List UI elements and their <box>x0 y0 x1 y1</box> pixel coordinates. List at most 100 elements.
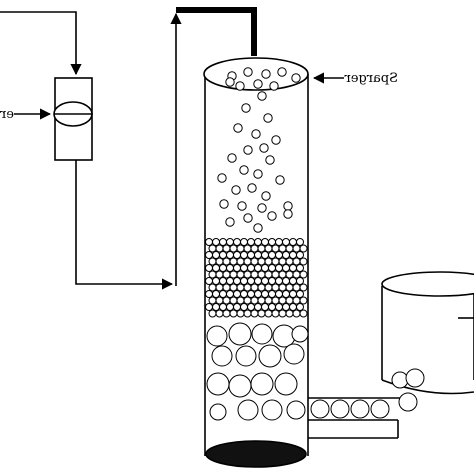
packed-bubble <box>233 303 241 311</box>
packed-bubble <box>282 251 290 259</box>
packed-bubble <box>208 296 217 305</box>
packed-bubble <box>296 238 304 246</box>
packed-bubble <box>243 283 252 292</box>
packed-bubble <box>247 277 255 285</box>
packed-bubble <box>264 296 273 305</box>
small-bubble <box>275 175 285 185</box>
packed-bubble <box>229 309 238 318</box>
packed-bubble <box>212 238 220 246</box>
packed-bubble <box>261 251 269 259</box>
packed-bubble <box>247 264 255 272</box>
packed-bubble <box>264 270 273 279</box>
packed-bubble <box>257 296 266 305</box>
small-bubble <box>219 199 229 209</box>
packed-bubble <box>205 290 213 298</box>
packed-bubble <box>250 244 259 253</box>
packed-bubble <box>205 264 213 272</box>
packed-bubble <box>278 296 287 305</box>
packed-bubble <box>296 251 304 259</box>
large-bubble <box>228 374 252 398</box>
packed-bubble <box>261 277 269 285</box>
packed-bubble <box>240 238 248 246</box>
large-bubble <box>235 345 257 367</box>
large-bubble <box>291 325 309 343</box>
packed-bubble <box>275 264 283 272</box>
packed-bubble <box>268 277 276 285</box>
packed-bubble <box>271 296 280 305</box>
small-bubble <box>277 67 287 77</box>
packed-bubble <box>257 270 266 279</box>
packed-bubble <box>254 264 262 272</box>
small-bubble <box>243 145 253 155</box>
packed-bubble <box>236 309 245 318</box>
packed-bubble <box>282 303 290 311</box>
packed-bubble <box>299 309 308 318</box>
packed-bubble <box>215 296 224 305</box>
packed-bubble <box>268 303 276 311</box>
packed-bubble <box>296 264 304 272</box>
small-bubble <box>291 73 301 83</box>
pipe-bubble <box>330 399 350 419</box>
packed-bubble <box>254 277 262 285</box>
small-bubble <box>237 201 247 211</box>
packed-bubble <box>247 238 255 246</box>
packed-bubble <box>282 238 290 246</box>
packed-bubble <box>285 270 294 279</box>
packed-bubble <box>271 309 280 318</box>
packed-bubble <box>278 309 287 318</box>
pipe-bubbles <box>310 392 418 419</box>
packed-bubble <box>236 296 245 305</box>
large-bubble <box>258 344 282 368</box>
packed-bubble <box>250 257 259 266</box>
packed-bubble <box>222 270 231 279</box>
packed-bubble <box>250 283 259 292</box>
packed-bubble <box>282 290 290 298</box>
packed-bubble <box>212 277 220 285</box>
packed-bubble <box>261 264 269 272</box>
packed-bubble <box>299 244 308 253</box>
packed-bubble <box>229 270 238 279</box>
packed-bubble <box>243 296 252 305</box>
packed-bubble <box>296 303 304 311</box>
packed-bubble <box>271 244 280 253</box>
packed-bubble <box>289 264 297 272</box>
packed-bubble <box>289 277 297 285</box>
packed-bubble <box>264 244 273 253</box>
packed-bubble <box>264 257 273 266</box>
small-bubble <box>257 91 267 101</box>
partial-label: er <box>0 107 14 122</box>
packed-bubble <box>289 303 297 311</box>
small-bubble <box>243 67 253 77</box>
small-bubble <box>261 191 271 201</box>
packed-bubble <box>285 309 294 318</box>
packed-bubble <box>233 238 241 246</box>
packed-bubble <box>212 251 220 259</box>
packed-bubble <box>275 238 283 246</box>
small-bubble <box>253 79 263 89</box>
packed-bubble <box>226 264 234 272</box>
small-bubble <box>225 217 235 227</box>
packed-bubble <box>215 309 224 318</box>
packed-bubble <box>292 309 301 318</box>
packed-bubble <box>243 309 252 318</box>
packed-bubble <box>208 283 217 292</box>
packed-bubble <box>285 257 294 266</box>
small-bubble <box>243 213 253 223</box>
packed-bubble <box>292 283 301 292</box>
packed-bubble <box>292 270 301 279</box>
packed-bubble <box>254 303 262 311</box>
large-bubble <box>228 322 252 346</box>
packed-bubble <box>219 238 227 246</box>
packed-bubble <box>271 283 280 292</box>
packed-bubble <box>233 290 241 298</box>
packed-bubble <box>247 251 255 259</box>
packed-bubble <box>236 283 245 292</box>
packed-bubble <box>208 270 217 279</box>
large-bubble-layer <box>206 322 309 421</box>
large-bubble <box>251 323 273 345</box>
packed-bubble <box>212 303 220 311</box>
small-bubble <box>269 81 279 91</box>
large-bubble <box>261 399 283 421</box>
packed-bubble <box>285 283 294 292</box>
